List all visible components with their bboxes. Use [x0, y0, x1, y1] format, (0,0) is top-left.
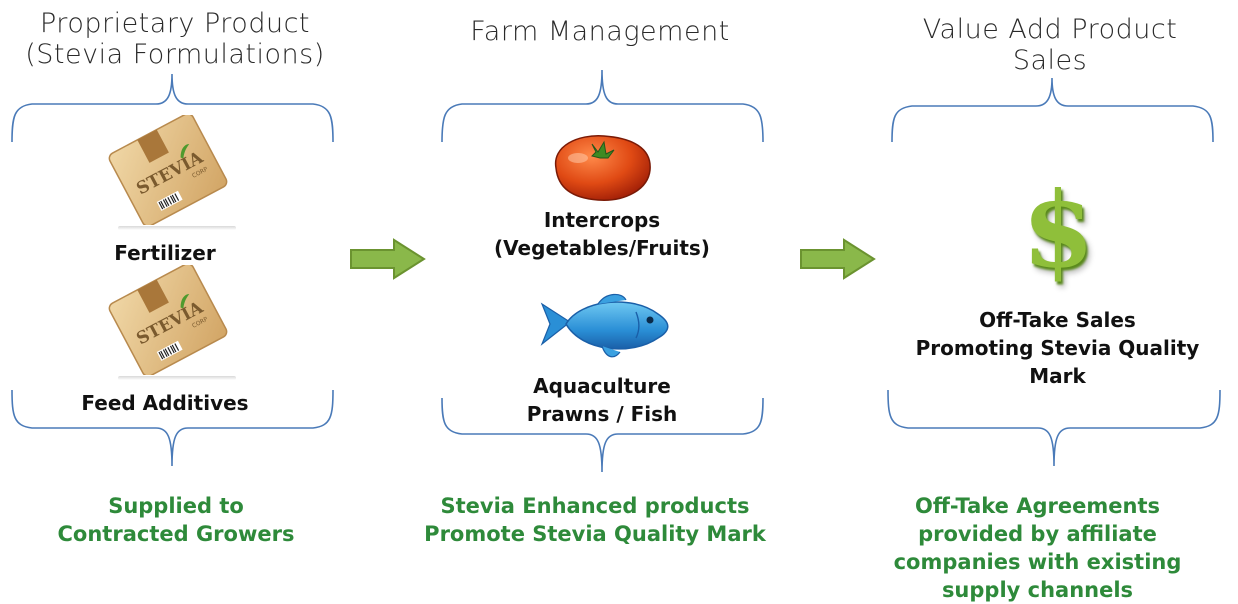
intercrops-label: Intercrops (Vegetables/Fruits)	[452, 206, 752, 262]
column3-footer-line3: companies with existing	[893, 550, 1182, 574]
top-brace-column2	[441, 69, 764, 143]
right-arrow-icon	[800, 238, 876, 280]
column3-footer: Off-Take Agreements provided by affiliat…	[855, 492, 1220, 604]
fish-icon	[540, 293, 669, 358]
column3-footer-line2: provided by affiliate	[918, 522, 1157, 546]
bottom-brace-column3	[887, 389, 1221, 467]
column3-footer-line4: supply channels	[941, 578, 1134, 602]
column1-footer: Supplied to Contracted Growers	[0, 492, 352, 548]
right-arrow-icon	[350, 238, 426, 280]
top-brace-column3	[891, 77, 1214, 143]
column3-title: Value Add Product Sales	[880, 14, 1220, 76]
bottom-brace-column2	[441, 397, 764, 473]
bottom-brace-column1	[11, 389, 334, 467]
column2-footer-line1: Stevia Enhanced products	[440, 494, 750, 518]
column2-footer-line2: Promote Stevia Quality Mark	[424, 522, 766, 546]
feed-additives-label: Feed Additives	[81, 391, 249, 415]
product-box-icon: STEVIA CORP	[103, 263, 233, 379]
offtake-sales-label-line2: Promoting Stevia Quality	[915, 336, 1200, 360]
aquaculture-label: Aquaculture Prawns / Fish	[452, 372, 752, 428]
shelf-divider	[118, 376, 236, 380]
intercrops-label-line2: (Vegetables/Fruits)	[494, 236, 710, 260]
offtake-sales-label: Off-Take Sales Promoting Stevia Quality …	[880, 306, 1235, 390]
column1-title-line2: (Stevia Formulations)	[25, 39, 325, 70]
fertilizer-label: Fertilizer	[114, 241, 216, 265]
dollar-icon: $	[1022, 168, 1095, 291]
offtake-sales-label-line1: Off-Take Sales	[979, 308, 1136, 332]
product-box-icon: STEVIA CORP	[103, 113, 233, 229]
column2-footer: Stevia Enhanced products Promote Stevia …	[385, 492, 805, 548]
column2-title: Farm Management	[470, 16, 730, 47]
intercrops-label-line1: Intercrops	[543, 208, 661, 232]
column1-footer-line2: Contracted Growers	[57, 522, 295, 546]
top-brace-column1	[11, 73, 334, 143]
column1-title: Proprietary Product (Stevia Formulations…	[0, 8, 350, 70]
column3-footer-line1: Off-Take Agreements	[915, 494, 1160, 518]
offtake-sales-label-line3: Mark	[1029, 364, 1086, 388]
aquaculture-label-line1: Aquaculture	[533, 374, 671, 398]
shelf-divider	[118, 226, 236, 230]
column1-title-line1: Proprietary Product	[40, 8, 310, 39]
aquaculture-label-line2: Prawns / Fish	[526, 402, 678, 426]
column1-footer-line1: Supplied to	[108, 494, 244, 518]
column3-title-line2: Sales	[1012, 45, 1088, 76]
column3-title-line1: Value Add Product	[922, 14, 1178, 45]
tomato-icon	[554, 135, 651, 201]
